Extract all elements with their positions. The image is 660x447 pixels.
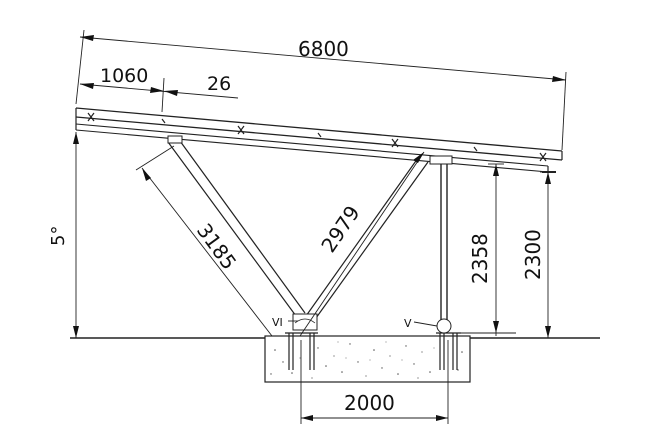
- dim-post-lower-text: 2300: [521, 229, 545, 280]
- rear-strut: [167, 135, 306, 317]
- dim-post-upper: [448, 163, 516, 336]
- dim-edge-offset-text: 1060: [100, 65, 148, 87]
- dim-tilt-angle: [73, 132, 79, 338]
- front-strut: [305, 157, 429, 319]
- panel-clamps: [87, 112, 556, 173]
- main-rail: [75, 107, 563, 173]
- front-node-label: V: [404, 317, 412, 330]
- dim-edge-offset: [79, 77, 239, 113]
- dim-tilt-angle-text: 5°: [48, 226, 69, 246]
- dim-front-strut-text: 2979: [316, 201, 364, 257]
- dim-rear-strut: [135, 145, 273, 337]
- dim-total-length-text: 6800: [298, 37, 349, 61]
- front-base-node: [436, 318, 452, 334]
- dim-front-strut: [299, 151, 425, 337]
- dim-foundation-span: [300, 340, 449, 424]
- rear-base-node: [292, 313, 318, 331]
- concrete-texture: [270, 341, 463, 379]
- front-post: [429, 155, 453, 333]
- dim-post-lower: [540, 171, 556, 338]
- dim-total-length: [75, 29, 567, 151]
- rear-node-label: VI: [272, 316, 283, 329]
- front-node-leader: [413, 321, 438, 327]
- dim-rail-gap-text: 26: [207, 73, 231, 95]
- dim-post-upper-text: 2358: [468, 233, 492, 284]
- dim-foundation-span-text: 2000: [344, 391, 395, 415]
- foundation-block: [264, 332, 471, 383]
- dim-rear-strut-text: 3185: [192, 219, 241, 274]
